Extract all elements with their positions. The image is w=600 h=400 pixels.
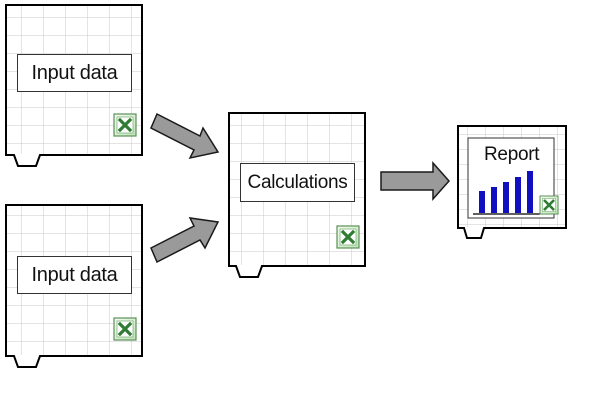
excel-icon bbox=[112, 112, 138, 138]
excel-icon bbox=[112, 316, 138, 342]
arrow-input1-to-calculations bbox=[150, 112, 220, 160]
report-title: Report bbox=[484, 144, 540, 165]
arrow-calculations-to-report bbox=[380, 161, 451, 201]
input-data-label-2: Input data bbox=[17, 256, 132, 294]
excel-icon bbox=[538, 194, 560, 216]
report-bar bbox=[515, 177, 521, 213]
report-bar bbox=[479, 191, 485, 213]
arrow-input2-to-calculations bbox=[150, 217, 220, 264]
report-sheet bbox=[457, 125, 567, 239]
input-data-label-1: Input data bbox=[17, 54, 132, 92]
report-bar bbox=[491, 187, 497, 213]
report-bar bbox=[503, 182, 509, 213]
report-bar-chart bbox=[473, 171, 540, 215]
report-bar bbox=[527, 171, 533, 213]
excel-icon bbox=[335, 224, 361, 250]
calculations-label: Calculations bbox=[240, 163, 355, 202]
